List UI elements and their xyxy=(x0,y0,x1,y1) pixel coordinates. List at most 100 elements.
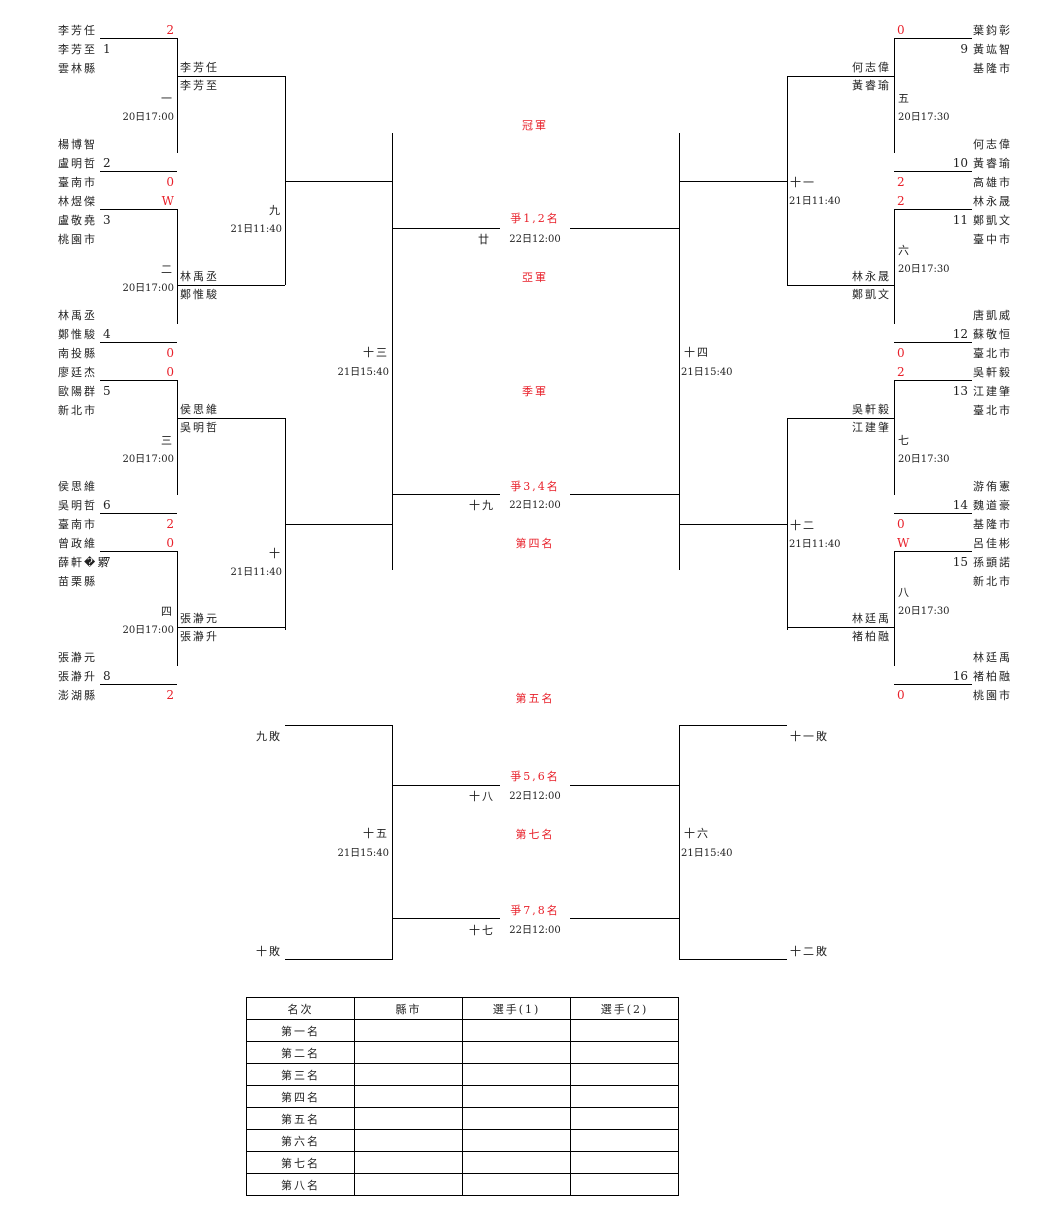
seed-player1: 呂佳彬 xyxy=(973,537,1012,550)
champion-label: 冠軍 xyxy=(522,119,548,132)
results-cell-player2[interactable] xyxy=(570,1107,679,1130)
match-number: 三 xyxy=(161,433,174,447)
match-number: 九 xyxy=(269,203,282,217)
results-cell-player1[interactable] xyxy=(462,1085,571,1108)
results-cell-player2[interactable] xyxy=(570,1173,679,1196)
seed-city: 臺北市 xyxy=(973,404,1012,417)
seed-number: 7 xyxy=(103,555,111,569)
seed-line xyxy=(894,342,972,343)
loser-label: 十一敗 xyxy=(790,730,829,743)
header-city: 縣市 xyxy=(354,997,463,1020)
results-cell-player2[interactable] xyxy=(570,1151,679,1174)
results-cell-city[interactable] xyxy=(354,1063,463,1086)
match-time: 22日12:00 xyxy=(509,234,561,245)
seed-city: 臺北市 xyxy=(973,347,1012,360)
match-time: 21日11:40 xyxy=(789,539,841,550)
winner-line xyxy=(787,626,894,628)
match-number: 四 xyxy=(161,604,174,618)
results-cell-player1[interactable] xyxy=(462,1107,571,1130)
results-cell-city[interactable] xyxy=(354,1041,463,1064)
match-time: 20日17:00 xyxy=(122,111,174,123)
results-cell-city[interactable] xyxy=(354,1019,463,1042)
match-time: 21日15:40 xyxy=(681,367,733,378)
seed-player2: 褚柏融 xyxy=(973,670,1012,683)
winner-line xyxy=(177,417,285,419)
results-cell-player1[interactable] xyxy=(462,1063,571,1086)
results-table-header: 名次 縣市 選手(1) 選手(2) xyxy=(246,997,679,1020)
seed-city: 南投縣 xyxy=(58,347,97,360)
seed-player2: 盧敬堯 xyxy=(58,214,97,227)
match-time: 21日11:40 xyxy=(789,195,841,207)
winner-player2: 褚柏融 xyxy=(852,629,891,643)
match-number: 十二 xyxy=(790,519,816,532)
results-row: 第三名 xyxy=(246,1063,679,1086)
final-line xyxy=(570,785,679,786)
consolation-line xyxy=(285,725,392,726)
match-time: 20日17:30 xyxy=(898,605,950,617)
results-cell-rank: 第八名 xyxy=(246,1173,355,1196)
final-line xyxy=(570,494,679,495)
seed-score: 0 xyxy=(897,688,905,702)
consolation-bracket-line xyxy=(392,725,393,960)
results-cell-player1[interactable] xyxy=(462,1173,571,1196)
seed-line xyxy=(894,38,972,39)
match-time: 22日12:00 xyxy=(509,925,561,936)
results-cell-player1[interactable] xyxy=(462,1041,571,1064)
match-number: 二 xyxy=(161,262,174,276)
results-cell-player1[interactable] xyxy=(462,1019,571,1042)
results-cell-player1[interactable] xyxy=(462,1151,571,1174)
consolation-line xyxy=(285,959,392,960)
results-cell-player2[interactable] xyxy=(570,1063,679,1086)
runner-up-label: 亞軍 xyxy=(522,271,548,284)
seed-city: 臺中市 xyxy=(973,233,1012,246)
results-cell-player2[interactable] xyxy=(570,1129,679,1152)
seed-score: W xyxy=(161,194,174,208)
match-time: 20日17:00 xyxy=(122,453,174,465)
seed-player2: 黃竑智 xyxy=(973,43,1012,56)
seed-city: 新北市 xyxy=(973,575,1012,588)
winner-line xyxy=(285,180,392,182)
match-bracket-line xyxy=(177,380,178,495)
results-cell-rank: 第七名 xyxy=(246,1151,355,1174)
seed-player1: 楊博智 xyxy=(58,138,97,151)
match-time: 22日12:00 xyxy=(509,791,561,802)
seed-score: 0 xyxy=(166,175,174,189)
match-time: 20日17:30 xyxy=(898,111,950,123)
seed-score: 2 xyxy=(897,194,905,208)
seed-player1: 唐凱威 xyxy=(973,309,1012,322)
results-cell-rank: 第二名 xyxy=(246,1041,355,1064)
final-title: 爭1,2名 xyxy=(510,212,560,225)
seed-player2: 蘇敬恒 xyxy=(973,328,1012,341)
results-cell-city[interactable] xyxy=(354,1085,463,1108)
seed-player1: 吳軒毅 xyxy=(973,366,1012,379)
consolation-bracket-line xyxy=(679,725,680,960)
results-cell-player1[interactable] xyxy=(462,1129,571,1152)
seed-number: 8 xyxy=(103,669,111,683)
results-cell-player2[interactable] xyxy=(570,1019,679,1042)
match-bracket-line xyxy=(894,38,895,153)
results-cell-city[interactable] xyxy=(354,1107,463,1130)
results-row: 第七名 xyxy=(246,1151,679,1174)
seed-line xyxy=(100,513,177,514)
seed-score: 0 xyxy=(166,365,174,379)
seed-score: 2 xyxy=(166,517,174,531)
match-number: 十八 xyxy=(469,790,495,803)
seed-score: 0 xyxy=(897,346,905,360)
match-number: 五 xyxy=(898,91,911,105)
seed-player1: 林永晟 xyxy=(973,195,1012,208)
results-cell-player2[interactable] xyxy=(570,1085,679,1108)
match-number: 一 xyxy=(161,91,174,105)
seed-number: 12 xyxy=(952,327,968,341)
match-number: 十四 xyxy=(684,346,710,359)
seed-player2: 吳明哲 xyxy=(58,499,97,512)
match-number: 十七 xyxy=(469,924,495,937)
results-cell-player2[interactable] xyxy=(570,1041,679,1064)
match-number: 十 xyxy=(269,547,282,560)
consolation-line xyxy=(679,725,787,726)
seed-line xyxy=(100,551,177,552)
results-cell-city[interactable] xyxy=(354,1151,463,1174)
seed-line xyxy=(100,684,177,685)
seed-player1: 林煜傑 xyxy=(58,195,97,208)
results-cell-city[interactable] xyxy=(354,1129,463,1152)
results-cell-city[interactable] xyxy=(354,1173,463,1196)
